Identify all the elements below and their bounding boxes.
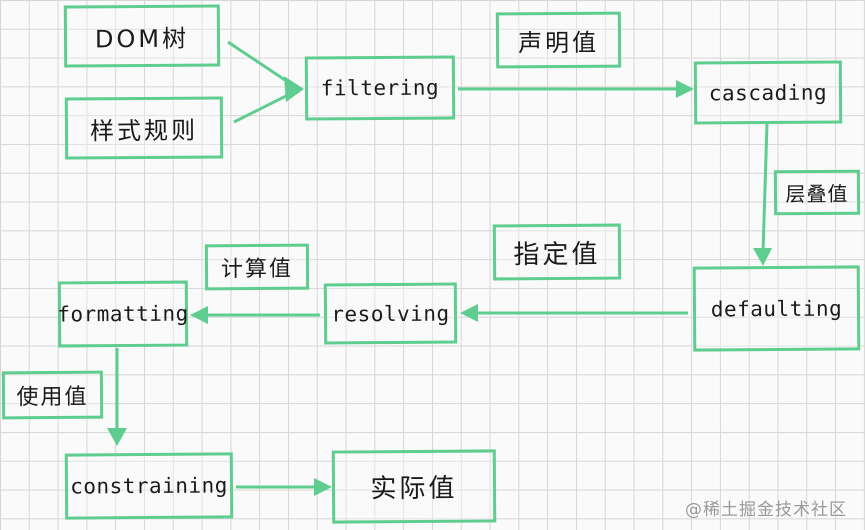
node-defaulting: defaulting [692,265,861,352]
arrow-dom-to-filtering [227,40,295,88]
node-filtering: filtering [304,55,456,121]
node-resolving: resolving [323,282,458,345]
node-style-rules: 样式规则 [64,96,224,160]
node-formatting: formatting [57,280,189,348]
arrowhead-filtering [284,76,304,102]
arrowhead-actual [314,478,332,496]
arrowhead-resolving [460,304,478,322]
node-cascading: cascading [693,60,843,125]
node-actual-value: 实际值 [331,449,497,524]
arrowhead-constraining [107,428,127,446]
arrowhead-formatting [190,306,208,324]
label-declared-value: 声明值 [495,11,622,69]
arrow-cascading-to-defaulting [761,123,769,253]
arrow-style-to-filtering [233,90,295,124]
arrowhead-defaulting [753,248,772,266]
arrowhead-cascading [676,80,694,98]
label-specified-value: 指定值 [492,223,622,281]
label-computed-value: 计算值 [204,243,310,291]
node-constraining: constraining [64,452,234,520]
node-dom-tree: DOM树 [63,4,221,68]
label-cascaded-value: 层叠值 [773,169,861,216]
watermark: @稀土掘金技术社区 [685,500,847,520]
label-used-value: 使用值 [1,370,104,420]
